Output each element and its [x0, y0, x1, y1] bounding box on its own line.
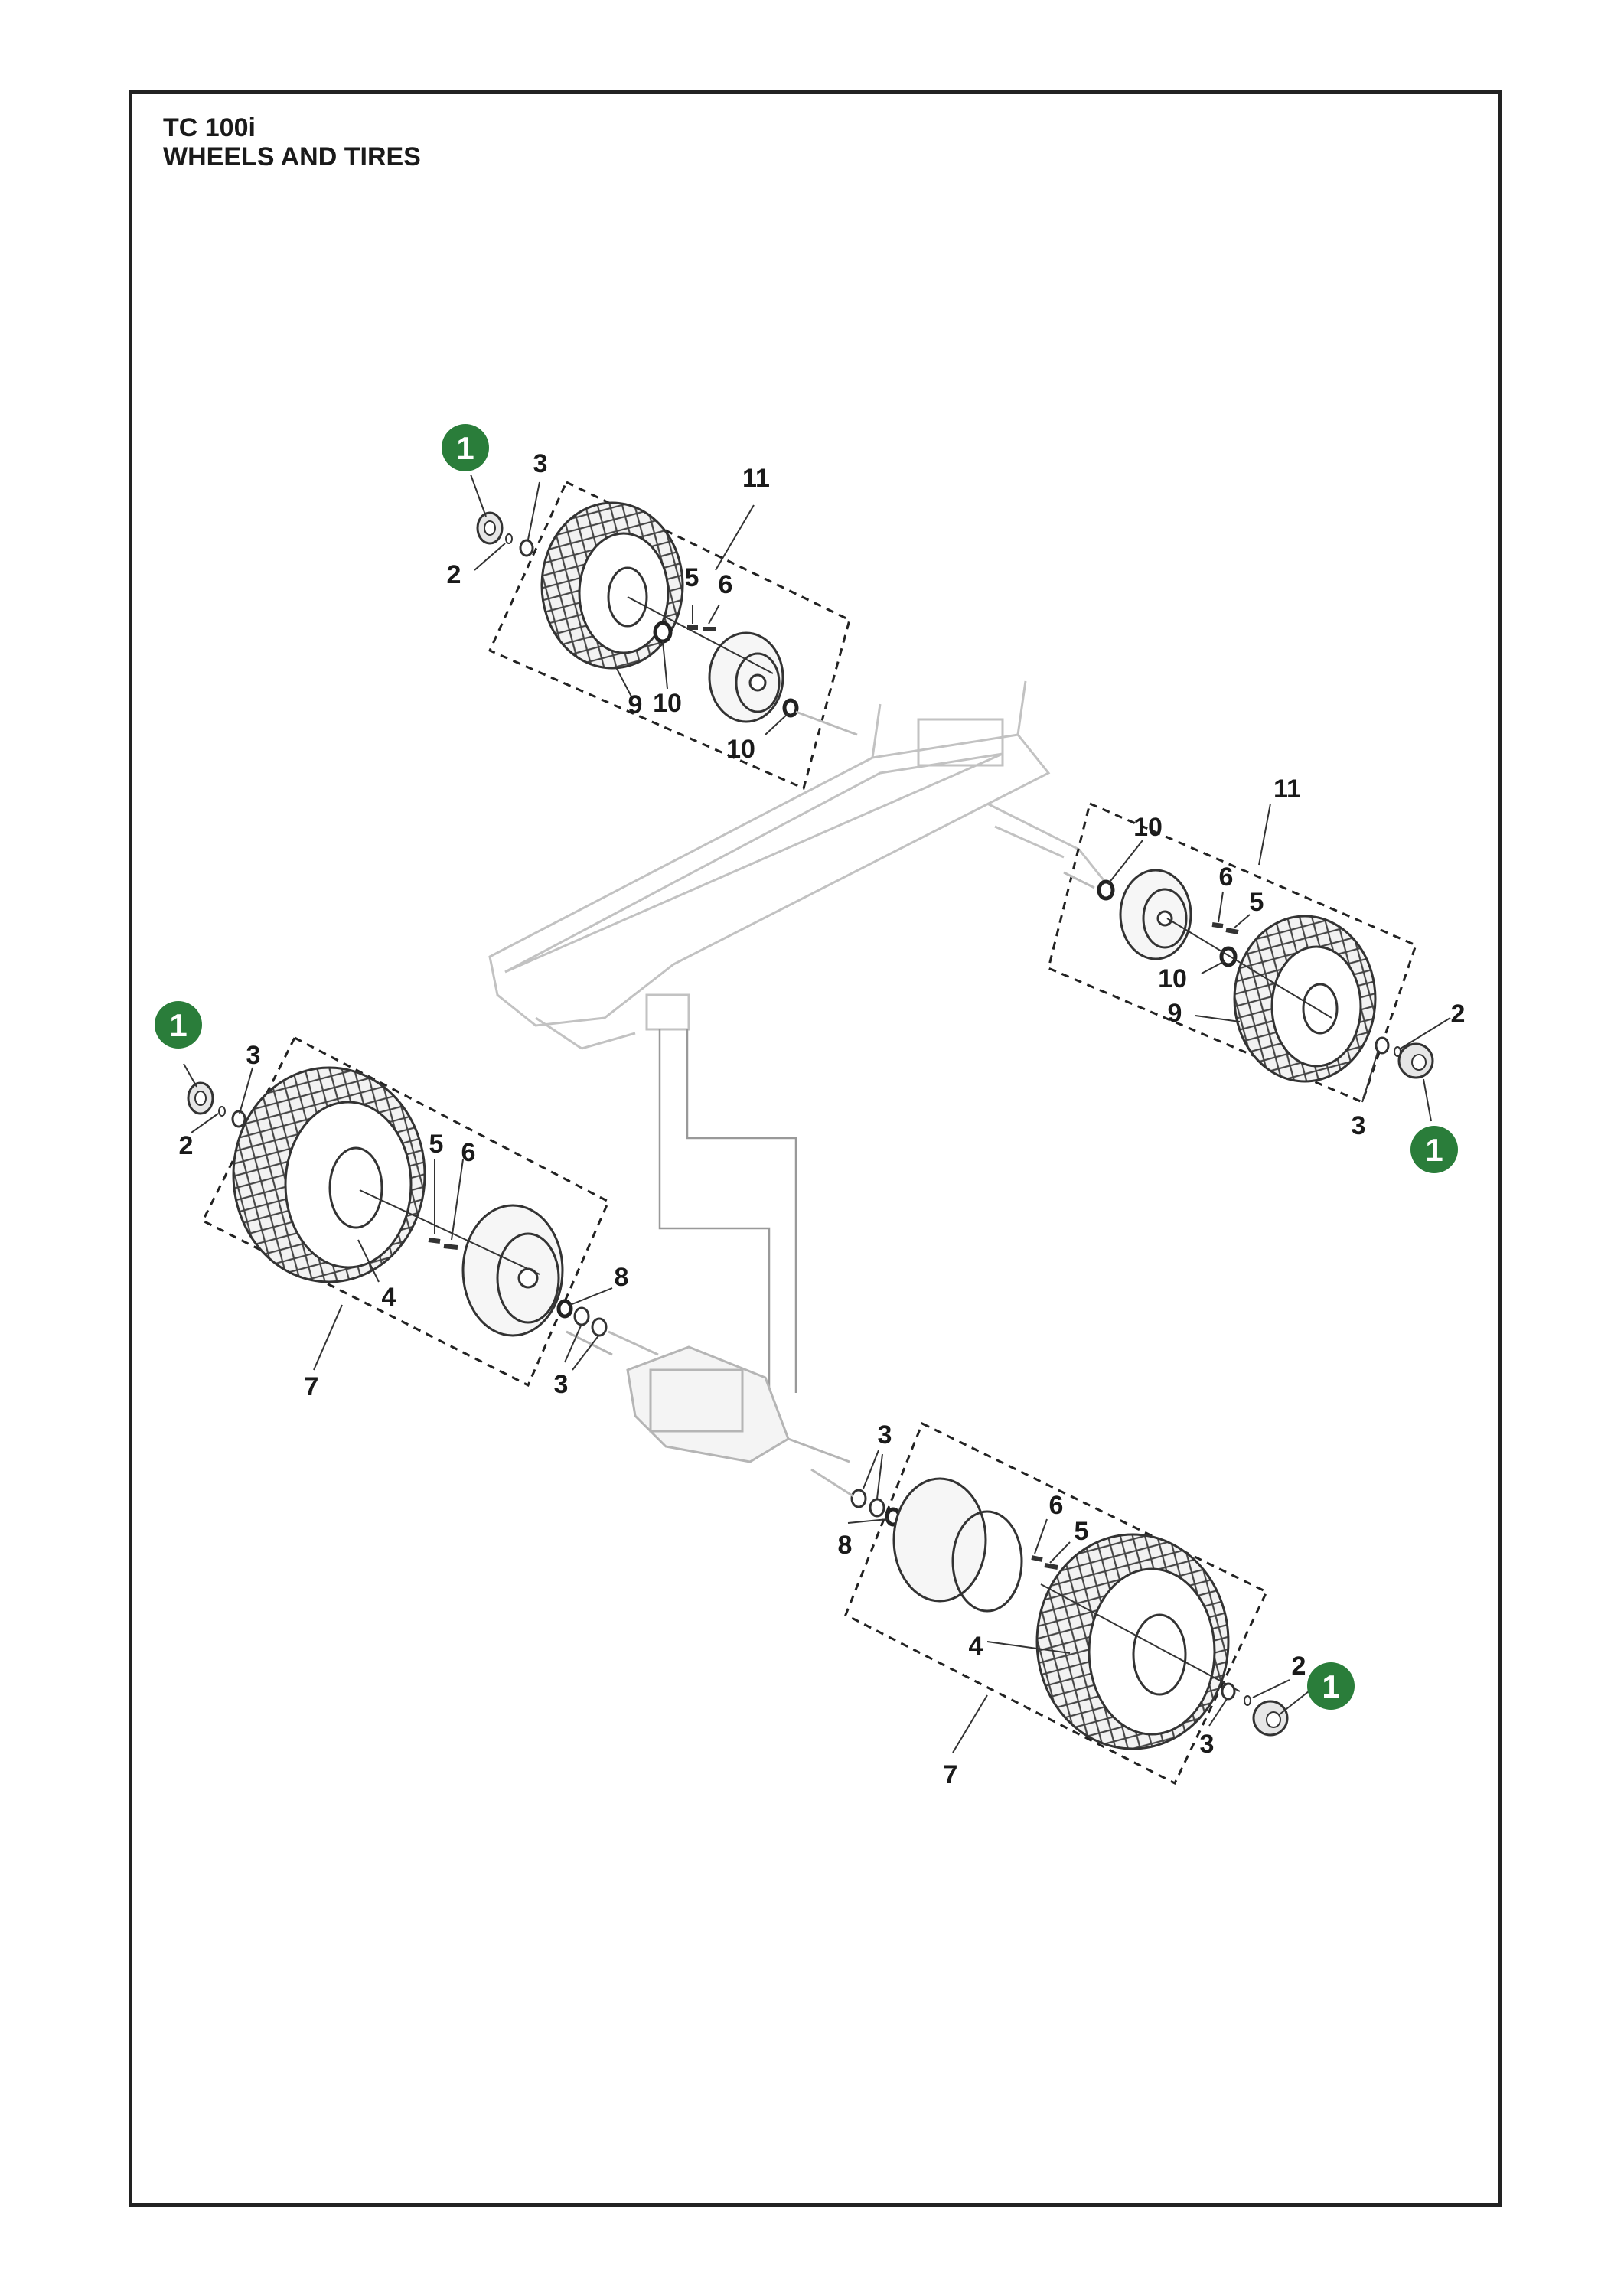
callout: 8 [838, 1531, 853, 1560]
svg-text:1: 1 [1425, 1132, 1443, 1168]
front-left-washer [519, 539, 534, 557]
svg-text:1: 1 [169, 1007, 187, 1043]
callout: 11 [742, 464, 770, 493]
callout: 3 [533, 449, 548, 478]
rear-left-washer-1 [573, 1306, 590, 1326]
front-left-hub-cap [476, 511, 504, 545]
callout: 3 [1352, 1111, 1366, 1140]
callout: 5 [1250, 888, 1264, 917]
front-left-clip [505, 533, 513, 544]
rear-right-washer-2 [869, 1498, 885, 1518]
rear-left-hub-cap [187, 1081, 214, 1115]
callout: 4 [969, 1632, 983, 1661]
front-left-wheel-assembly [476, 480, 858, 791]
callout: 2 [1451, 1000, 1466, 1029]
callout: 2 [447, 560, 461, 589]
badge-front-right-hub-cap: 1 [1410, 1126, 1458, 1173]
badge-front-left-hub-cap: 1 [442, 424, 489, 471]
rear-left-bushing [556, 1299, 573, 1319]
callouts-front-left: 3 2 11 5 6 9 10 10 [447, 449, 770, 764]
front-left-dashed-box [488, 480, 851, 791]
rear-right-hub-cap [1252, 1700, 1289, 1737]
page-title: WHEELS AND TIRES [163, 142, 421, 171]
callout: 11 [1273, 775, 1301, 804]
badge-rear-left-hub-cap: 1 [155, 1001, 202, 1049]
callout: 5 [429, 1130, 444, 1159]
leader-lines [183, 474, 1451, 1753]
callout: 5 [1075, 1517, 1089, 1546]
page-frame [129, 90, 1502, 2207]
callouts-front-right: 11 10 6 5 10 9 2 3 [1133, 775, 1465, 1140]
callout: 6 [1049, 1491, 1064, 1520]
callout: 9 [628, 690, 643, 719]
front-right-clip [1394, 1046, 1401, 1057]
callout: 3 [878, 1420, 892, 1450]
callout: 9 [1168, 999, 1182, 1028]
callout: 4 [382, 1283, 396, 1312]
front-left-bearing-outer [782, 698, 799, 718]
badge-rear-right-hub-cap: 1 [1307, 1662, 1355, 1710]
callout: 5 [685, 563, 699, 592]
rear-right-rim [892, 1477, 987, 1603]
transaxle [566, 1330, 850, 1463]
callouts-rear-right: 3 8 6 5 4 2 3 7 [838, 1420, 1306, 1789]
model-label: TC 100i [163, 113, 256, 142]
front-left-bearing-inner [653, 621, 673, 644]
callout: 10 [1133, 813, 1163, 842]
title-block: TC 100i WHEELS AND TIRES [163, 113, 421, 171]
callout: 2 [1292, 1652, 1306, 1681]
callout: 10 [1158, 964, 1187, 993]
callout: 10 [653, 689, 682, 718]
callout: 7 [944, 1760, 958, 1789]
linkage-lines [658, 1029, 797, 1393]
callout: 8 [615, 1263, 629, 1292]
front-right-wheel-assembly [1047, 801, 1434, 1104]
front-right-bearing-inner [1097, 879, 1115, 901]
rear-left-wheel-assembly [187, 1035, 659, 1388]
rear-left-washer-2 [591, 1317, 608, 1337]
front-right-washer [1375, 1036, 1390, 1055]
callout: 3 [554, 1370, 569, 1399]
callout: 6 [461, 1138, 476, 1167]
callout: 10 [726, 735, 755, 764]
rear-left-washer-outer [231, 1110, 246, 1128]
front-right-dashed-box [1047, 801, 1417, 1104]
callouts-rear-left: 3 2 5 6 4 8 7 3 [179, 1041, 629, 1401]
rear-right-washer-outer [1221, 1682, 1236, 1701]
svg-text:1: 1 [456, 430, 474, 466]
rear-right-clip [1244, 1695, 1251, 1706]
rear-left-clip [218, 1106, 226, 1117]
callout: 7 [305, 1372, 319, 1401]
callout: 3 [246, 1041, 261, 1070]
callout: 6 [1219, 863, 1234, 892]
chassis-frame [488, 680, 1111, 1050]
svg-text:1: 1 [1322, 1668, 1339, 1704]
callout: 6 [719, 570, 733, 599]
callout: 2 [179, 1131, 194, 1160]
rear-right-washer-1 [850, 1489, 867, 1508]
callout: 3 [1200, 1730, 1215, 1759]
rear-left-rim [461, 1204, 564, 1337]
rear-right-wheel-assembly [810, 1421, 1289, 1786]
rear-left-dashed-box [201, 1035, 610, 1388]
front-right-hub-cap [1397, 1042, 1434, 1079]
